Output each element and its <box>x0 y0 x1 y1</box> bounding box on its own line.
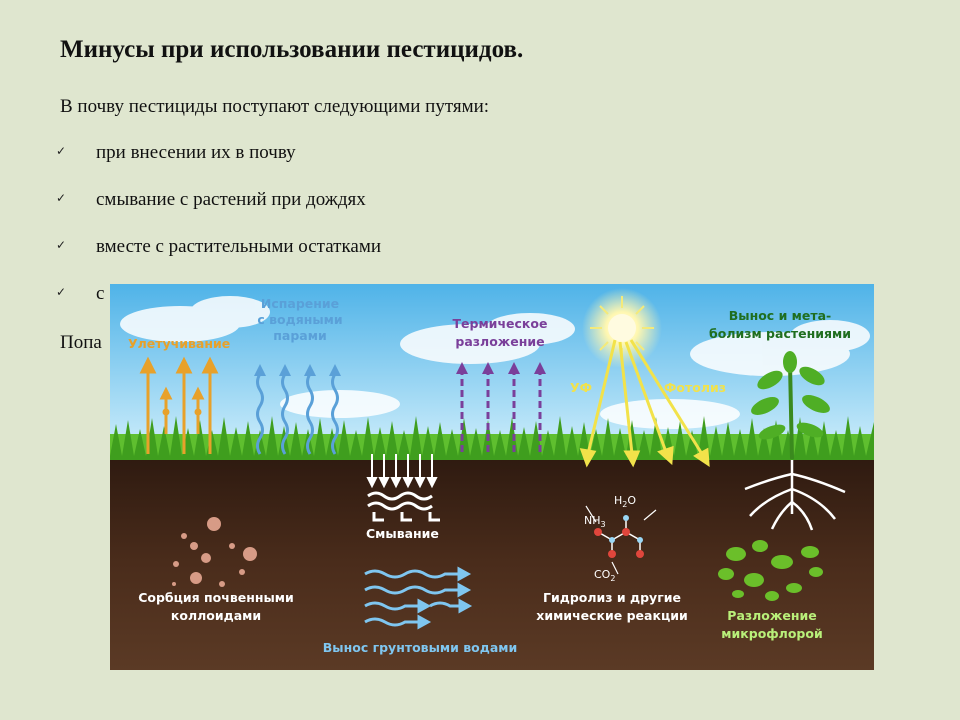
label-hydrolysis-1: Гидролиз и другие <box>543 590 681 605</box>
soil-colloid-particles <box>172 517 257 587</box>
label-hydrolysis-2: химические реакции <box>536 608 687 623</box>
svg-text:CO2: CO2 <box>594 568 615 583</box>
label-volatilization: Улетучивание <box>128 336 230 351</box>
label-microflora-1: Разложение <box>727 608 816 623</box>
groundwater-arrows <box>364 566 473 630</box>
checkmark-icon: ✓ <box>56 238 67 252</box>
nh3-subscript: 3 <box>601 520 606 529</box>
thermal-arrowheads <box>456 362 546 374</box>
microflora-icon <box>718 540 823 601</box>
grass <box>110 416 874 460</box>
bullet-text: с <box>96 283 105 304</box>
bullet-list: ✓ при внесении их в почву ✓ смывание с рас… <box>56 142 381 330</box>
thermal-decomposition-arrows <box>460 372 542 452</box>
h2o-subscript: 2 <box>622 500 627 509</box>
label-evaporation-2: с водяными <box>257 312 342 327</box>
washout-waves <box>367 491 440 522</box>
checkmark-icon: ✓ <box>56 191 67 205</box>
uv-ray-arrows <box>579 339 710 468</box>
evaporation-arrows <box>256 373 339 455</box>
label-uv: УФ <box>570 380 592 395</box>
label-microflora-2: микрофлорой <box>721 626 822 641</box>
label-photolysis: Фотолиз <box>664 380 726 395</box>
bullet-item: ✓ при внесении их в почву <box>56 142 381 189</box>
checkmark-icon: ✓ <box>56 285 67 299</box>
sun-icon <box>582 288 662 368</box>
pathways-illustration: Улетучивание Испарение с водяными парами… <box>110 284 874 670</box>
h2o-h: H <box>614 494 622 507</box>
evaporation-arrowheads <box>254 364 341 376</box>
nh3-symbol: NH <box>584 514 601 527</box>
bullet-text: при внесении их в почву <box>96 142 296 163</box>
label-thermal-2: разложение <box>455 334 544 349</box>
label-removal-2: болизм растениями <box>709 326 851 341</box>
pesticide-pathways-figure: Улетучивание Испарение с водяными парами… <box>110 284 874 670</box>
label-groundwater: Вынос грунтовыми водами <box>323 640 517 655</box>
volatilization-arrows <box>139 356 219 454</box>
molecule-icon <box>585 505 657 575</box>
clouds <box>120 296 870 429</box>
label-sorption-1: Сорбция почвенными <box>138 590 294 605</box>
co2-symbol: CO <box>594 568 611 581</box>
formula-h2o: H2O <box>614 494 636 509</box>
label-removal-1: Вынос и мета- <box>729 308 832 323</box>
plant-roots <box>744 460 846 531</box>
slide-title: Минусы при использовании пестицидов. <box>60 36 524 63</box>
formula-nh3: NH3 <box>584 514 606 529</box>
intro-text: В почву пестициды поступают следующими п… <box>60 96 490 117</box>
plant-icon <box>751 351 830 460</box>
label-washout: Смывание <box>366 526 439 541</box>
svg-text:NH3: NH3 <box>584 514 606 529</box>
label-evaporation-1: Испарение <box>261 296 339 311</box>
label-thermal-1: Термическое <box>453 316 548 331</box>
bullet-text: вместе с растительными остатками <box>96 236 382 257</box>
svg-text:H2O: H2O <box>614 494 636 509</box>
label-evaporation-3: парами <box>273 328 326 343</box>
bullet-item: ✓ смывание с растений при дождях <box>56 189 381 236</box>
soil <box>110 456 874 670</box>
checkmark-icon: ✓ <box>56 144 67 158</box>
co2-subscript: 2 <box>610 574 615 583</box>
formula-co2: CO2 <box>594 568 615 583</box>
label-sorption-2: коллоидами <box>171 608 261 623</box>
bullet-item: ✓ вместе с растительными остатками <box>56 236 381 283</box>
bullet-text: смывание с растений при дождях <box>96 189 366 210</box>
bullet-item: ✓с <box>56 283 381 330</box>
h2o-o: O <box>627 494 636 507</box>
truncated-paragraph: Попа <box>60 332 102 353</box>
washout-arrows <box>366 454 438 489</box>
